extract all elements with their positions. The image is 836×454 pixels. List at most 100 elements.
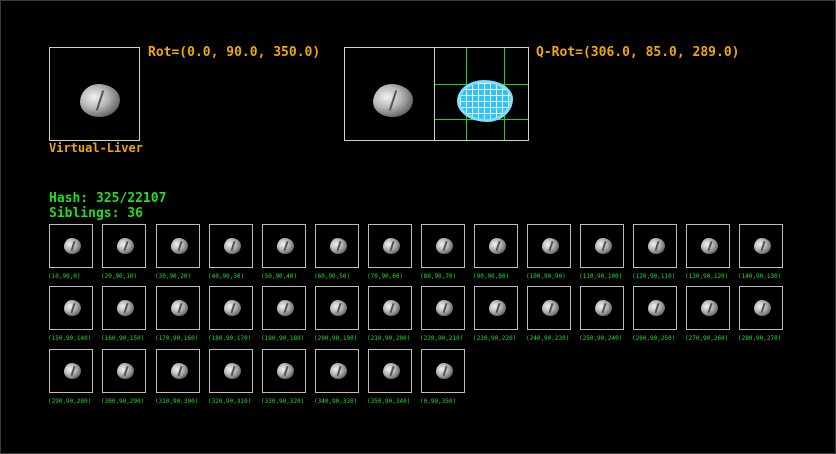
sibling-thumbnail[interactable] [262,349,306,393]
liver-render [171,300,188,316]
sibling-rot-label: (220,90,210) [420,335,464,342]
segmentation-mask [460,83,510,119]
sibling-thumbnail[interactable] [686,286,730,330]
sibling-thumbnail[interactable] [262,286,306,330]
sibling-thumbnail[interactable] [633,286,677,330]
sibling-thumbnail[interactable] [156,286,200,330]
liver-render [64,363,81,379]
liver-render [224,363,241,379]
liver-render [80,84,120,117]
sibling-thumbnail[interactable] [49,286,93,330]
sibling-rot-label: (70,90,60) [367,273,404,280]
sibling-thumbnail[interactable] [421,286,465,330]
sibling-rot-label: (300,90,290) [101,398,145,405]
sibling-rot-label: (170,90,160) [155,335,199,342]
crosshair-horizontal-2 [435,119,528,120]
sibling-thumbnail[interactable] [580,286,624,330]
query-rot-label: Q-Rot=(306.0, 85.0, 289.0) [536,45,740,60]
hash-label: Hash: 325/22107 [49,191,167,206]
sibling-rot-label: (340,90,330) [314,398,358,405]
liver-render [277,238,294,254]
liver-render [277,300,294,316]
sibling-thumbnail[interactable] [49,349,93,393]
sibling-thumbnail[interactable] [368,349,412,393]
sibling-thumbnail[interactable] [156,349,200,393]
sibling-thumbnail[interactable] [474,224,518,268]
liver-render [64,238,81,254]
liver-render [383,363,400,379]
virtual-liver-view[interactable] [49,47,140,141]
sibling-rot-label: (0,90,350) [420,398,457,405]
liver-render [436,238,453,254]
liver-render [330,300,347,316]
liver-render [171,238,188,254]
sibling-rot-label: (20,90,10) [101,273,138,280]
sibling-rot-label: (310,90,300) [155,398,199,405]
siblings-label: Siblings: 36 [49,206,143,221]
liver-render [542,300,559,316]
liver-render [595,238,612,254]
sibling-thumbnail[interactable] [368,224,412,268]
sibling-rot-label: (90,90,80) [473,273,510,280]
liver-render [754,300,771,316]
sibling-thumbnail[interactable] [421,224,465,268]
sibling-rot-label: (240,90,230) [526,335,570,342]
sibling-rot-label: (40,90,30) [208,273,245,280]
sibling-thumbnail[interactable] [262,224,306,268]
liver-render [117,238,134,254]
liver-render [330,363,347,379]
sibling-rot-label: (50,90,40) [261,273,298,280]
sibling-thumbnail[interactable] [102,349,146,393]
sibling-rot-label: (160,90,150) [101,335,145,342]
sibling-thumbnail[interactable] [739,224,783,268]
sibling-rot-label: (210,90,200) [367,335,411,342]
sibling-thumbnail[interactable] [209,224,253,268]
liver-render [754,238,771,254]
sibling-rot-label: (290,90,280) [48,398,92,405]
sibling-thumbnail[interactable] [368,286,412,330]
sibling-rot-label: (60,90,50) [314,273,351,280]
sibling-thumbnail[interactable] [474,286,518,330]
sibling-thumbnail[interactable] [739,286,783,330]
sibling-thumbnail[interactable] [686,224,730,268]
sibling-rot-label: (260,90,250) [632,335,676,342]
sibling-thumbnail[interactable] [633,224,677,268]
sibling-thumbnail[interactable] [102,286,146,330]
liver-render [648,238,665,254]
liver-render [542,238,559,254]
sibling-rot-label: (190,90,180) [261,335,305,342]
liver-render [489,238,506,254]
liver-render [373,84,413,117]
sibling-thumbnail[interactable] [315,349,359,393]
liver-render [436,300,453,316]
sibling-thumbnail[interactable] [421,349,465,393]
liver-render [330,238,347,254]
sibling-thumbnail[interactable] [315,224,359,268]
sibling-thumbnail[interactable] [527,224,571,268]
liver-render [701,238,718,254]
liver-render [595,300,612,316]
sibling-thumbnail[interactable] [156,224,200,268]
query-liver-view[interactable] [344,47,435,141]
sibling-rot-label: (30,90,20) [155,273,192,280]
sibling-rot-label: (230,90,220) [473,335,517,342]
sibling-thumbnail[interactable] [102,224,146,268]
sibling-rot-label: (100,90,90) [526,273,566,280]
sibling-thumbnail[interactable] [209,286,253,330]
sibling-rot-label: (280,90,270) [738,335,782,342]
sibling-thumbnail[interactable] [209,349,253,393]
sibling-rot-label: (330,90,320) [261,398,305,405]
sibling-rot-label: (250,90,240) [579,335,623,342]
liver-render [383,238,400,254]
sibling-rot-label: (120,90,110) [632,273,676,280]
sibling-rot-label: (150,90,140) [48,335,92,342]
query-segmentation-view[interactable] [434,47,529,141]
liver-render [383,300,400,316]
liver-render [701,300,718,316]
sibling-thumbnail[interactable] [527,286,571,330]
sibling-thumbnail[interactable] [49,224,93,268]
liver-render [277,363,294,379]
sibling-thumbnail[interactable] [315,286,359,330]
sibling-thumbnail[interactable] [580,224,624,268]
sibling-rot-label: (350,90,340) [367,398,411,405]
